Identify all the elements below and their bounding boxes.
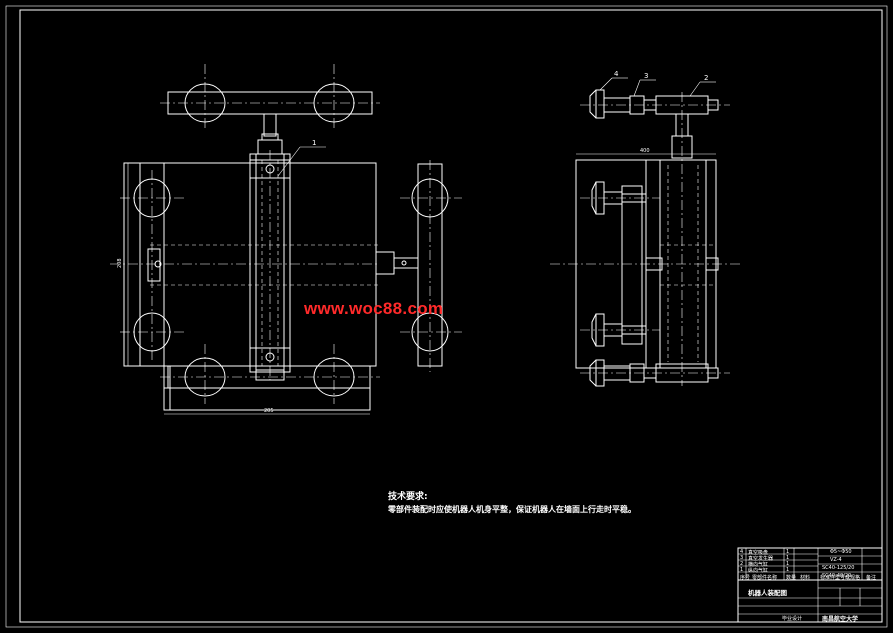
dim-front-height: 208 — [117, 258, 123, 268]
tb-header-code: 标准件型号或规格 — [820, 575, 861, 581]
tb-header-remark: 备注 — [866, 575, 877, 581]
tb-header-material: 材料 — [800, 575, 811, 581]
tb-row2-no: 2 — [740, 561, 744, 567]
tb-header-no: 序号 — [740, 575, 751, 581]
balloon-1: 1 — [312, 139, 316, 147]
side-view-middle — [375, 160, 462, 372]
tb-row4-qty: 1 — [786, 549, 790, 555]
tb-row3-note: VZ-4 — [830, 557, 842, 563]
technical-requirements-title: 技术要求: — [388, 492, 428, 502]
sheet-inner-border — [19, 9, 883, 623]
sheet-outer-border — [5, 5, 888, 628]
tb-header-name: 零部件名称 — [752, 575, 778, 581]
right-view: 4 3 2 400 — [550, 70, 740, 387]
tb-row2-name: 横向气缸 — [748, 562, 769, 568]
watermark-text: www.woc88.com — [304, 299, 444, 318]
balloon-4: 4 — [614, 70, 619, 78]
tb-row3-name: 真空发生器 — [748, 556, 774, 562]
dim-front-width: 205 — [264, 408, 274, 414]
balloon-2: 2 — [704, 74, 708, 82]
drawing-title: 机器人装配图 — [748, 589, 787, 597]
technical-requirements-text: 零部件装配时应使机器人机身平整，保证机器人在墙面上行走时平稳。 — [388, 505, 636, 514]
tb-row4-name: 真空吸盘 — [748, 550, 769, 556]
tb-row4-no: 4 — [740, 549, 744, 555]
balloon-3: 3 — [644, 72, 648, 80]
tb-row1-note: SC40-40/20 — [822, 573, 852, 579]
dim-side-width: 400 — [640, 148, 650, 154]
title-block — [737, 547, 883, 623]
tb-row1-qty: 1 — [786, 567, 790, 573]
tb-row3-qty: 1 — [786, 555, 790, 561]
tb-row1-name: 纵向气缸 — [748, 568, 769, 574]
tb-row3-no: 3 — [740, 555, 744, 561]
university-name: 南昌航空大学 — [822, 616, 859, 623]
tb-header-qty: 数量 — [786, 575, 797, 581]
tb-row2-qty: 1 — [786, 561, 790, 567]
design-note: 毕业设计 — [782, 616, 803, 622]
tb-row1-no: 1 — [740, 567, 744, 573]
front-view: 208 205 1 — [110, 64, 380, 415]
tb-row4-note: Φ5~Φ50 — [830, 549, 852, 555]
tb-row2-note: SC40-125/20 — [822, 565, 855, 571]
